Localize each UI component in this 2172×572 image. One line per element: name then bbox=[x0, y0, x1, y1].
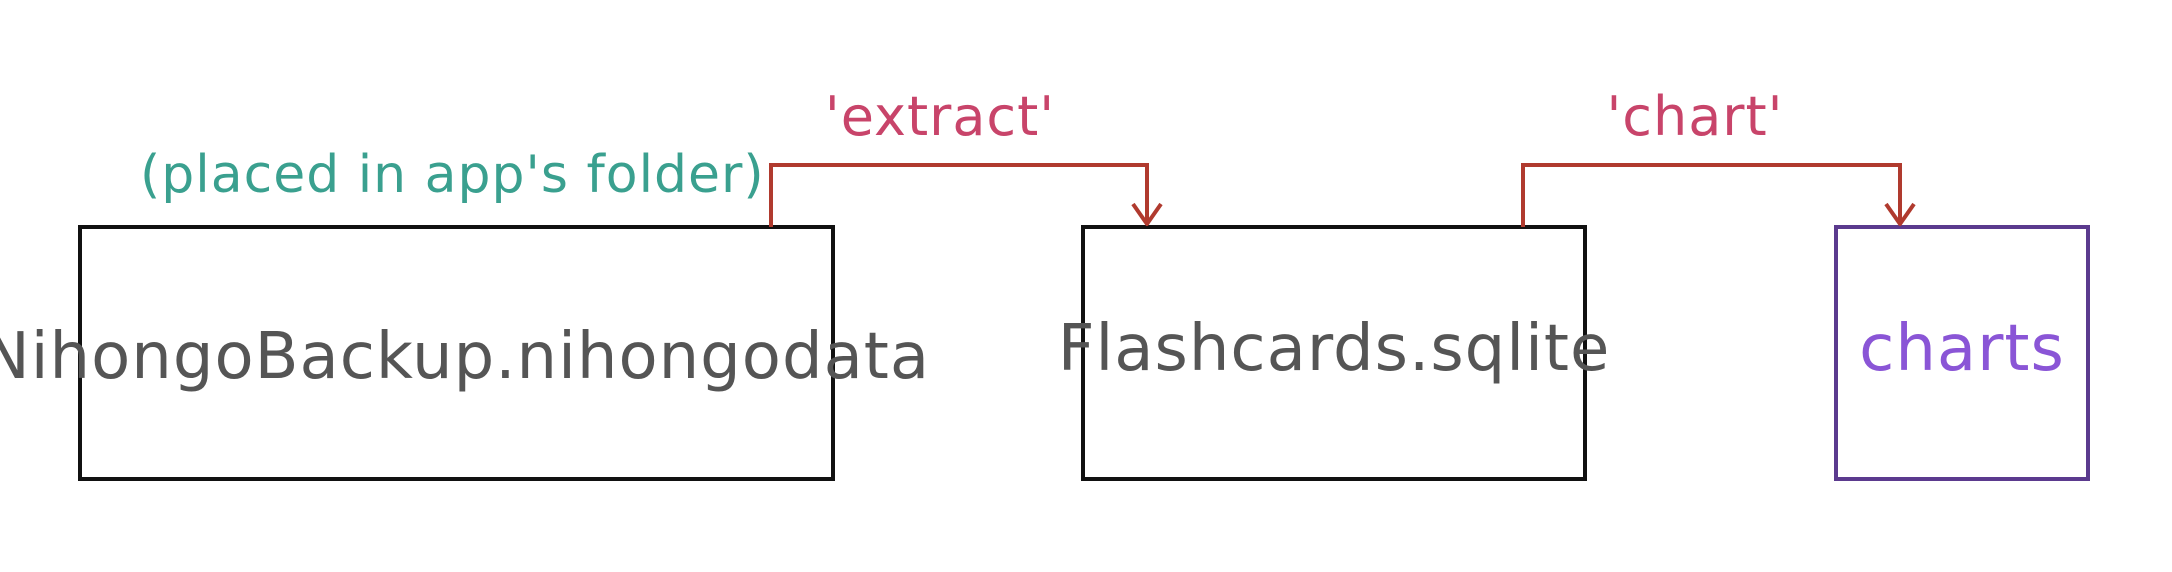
node-charts-box bbox=[1834, 225, 2090, 481]
edge-extract-arrowhead bbox=[1131, 202, 1163, 226]
placement-note: (placed in app's folder) bbox=[140, 145, 765, 205]
node-backup-file-box bbox=[78, 225, 835, 481]
node-backup-file-label: NihongoBackup.nihongodata bbox=[0, 320, 930, 394]
edge-extract-label: 'extract' bbox=[825, 85, 1055, 148]
edge-extract: 'extract' bbox=[769, 85, 1163, 227]
node-charts: charts bbox=[1834, 225, 2090, 481]
node-sqlite-db-box bbox=[1081, 225, 1587, 481]
edge-chart: 'chart' bbox=[1521, 85, 1916, 227]
node-charts-label: charts bbox=[1859, 312, 2065, 386]
node-backup-file: NihongoBackup.nihongodata bbox=[0, 225, 930, 481]
edge-chart-label: 'chart' bbox=[1606, 85, 1783, 148]
edge-chart-arrowhead bbox=[1884, 202, 1916, 226]
node-sqlite-db-label: Flashcards.sqlite bbox=[1058, 312, 1611, 386]
node-sqlite-db: Flashcards.sqlite bbox=[1058, 225, 1611, 481]
edge-chart-line bbox=[1521, 163, 1902, 227]
edge-extract-line bbox=[769, 163, 1149, 227]
